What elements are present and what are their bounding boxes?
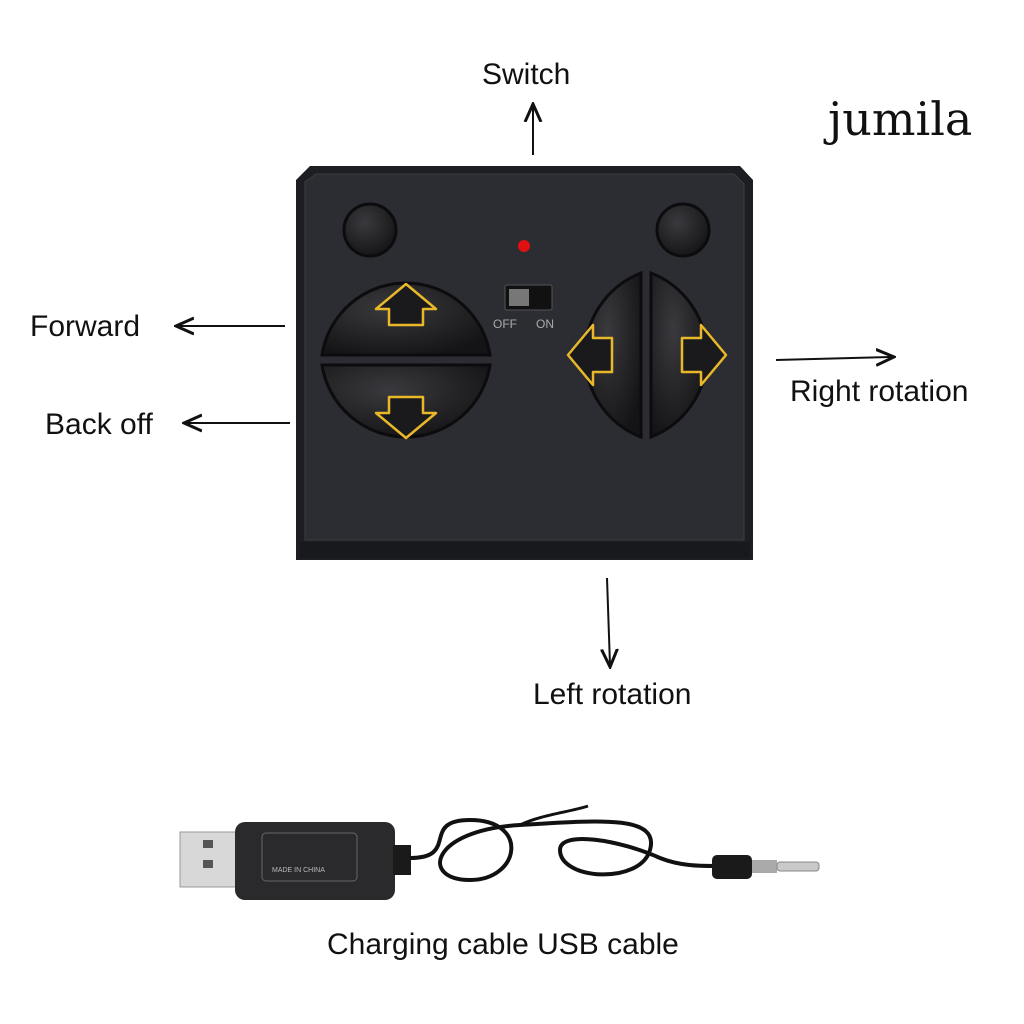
brand-logo: jumila	[828, 92, 973, 146]
right-rotation-label: Right rotation	[790, 375, 969, 408]
switch-off-label: OFF	[493, 317, 517, 331]
small-button-left	[342, 202, 398, 258]
right-rotation-arrow	[775, 357, 892, 360]
back-off-label: Back off	[45, 408, 153, 441]
left-rotation-label: Left rotation	[533, 678, 692, 711]
switch-on-label: ON	[536, 317, 554, 331]
switch-label: Switch	[482, 58, 571, 91]
power-led	[518, 240, 530, 252]
cable-label: Charging cable USB cable	[327, 928, 679, 961]
left-rotation-arrow	[607, 577, 610, 665]
charger-made-in-label: MADE IN CHINA	[272, 867, 325, 874]
remote-control	[296, 166, 753, 560]
small-button-right	[655, 202, 711, 258]
forward-label: Forward	[30, 310, 141, 343]
usb-charging-cable	[179, 804, 820, 900]
